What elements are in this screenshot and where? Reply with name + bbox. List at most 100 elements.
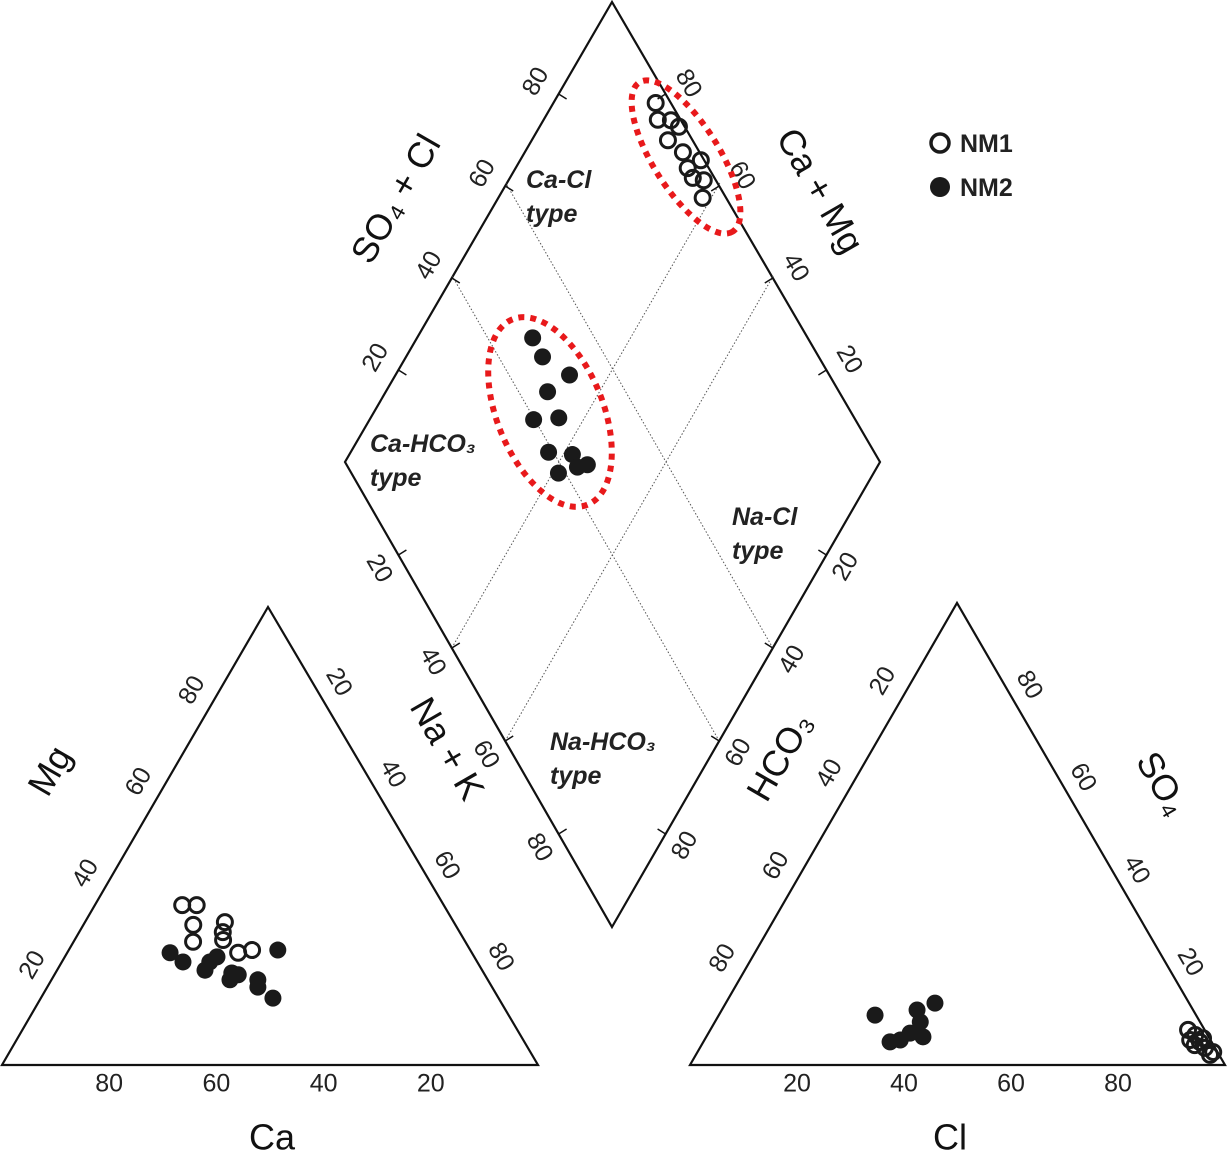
diamond-point-nm2 — [561, 366, 579, 384]
cation-point-nm1 — [187, 896, 206, 915]
so4-tick-label: 60 — [1064, 758, 1102, 796]
axis-label-ca: Ca — [249, 1117, 296, 1158]
cl-tick-label: 20 — [783, 1070, 811, 1098]
cation-point-nm2 — [249, 978, 267, 996]
type-label-ca-hco3: type — [370, 464, 422, 492]
cation-point-nm1 — [215, 913, 234, 932]
diamond-point-nm1 — [691, 151, 710, 170]
cl-tick-label: 40 — [890, 1070, 918, 1098]
diamond-camg-tick-label: 20 — [831, 340, 869, 378]
type-label-na-hco3: type — [550, 762, 602, 790]
anion-point-nm1 — [1181, 1031, 1200, 1050]
diamond-point-nm1 — [658, 131, 677, 150]
legend: NM1 NM2 — [929, 130, 1013, 202]
nm1-cluster-ellipse — [628, 77, 744, 237]
anion-point-nm2 — [914, 1028, 932, 1046]
hco3-tick-label: 20 — [863, 662, 901, 700]
diamond-nak-tick-mark — [558, 828, 567, 835]
diamond-hco3-tick-label: 20 — [826, 547, 864, 585]
diamond-camg-tick-mark — [764, 277, 774, 284]
cation-point-nm1 — [173, 896, 192, 915]
highlight-ellipses — [485, 77, 744, 510]
diamond-hco3-tick-mark — [764, 642, 774, 649]
diamond-nak-tick-label: 40 — [414, 642, 452, 680]
cation-point-nm2 — [208, 948, 226, 966]
data-points — [161, 94, 1223, 1064]
so4-tick-label: 40 — [1118, 850, 1156, 888]
cation-point-nm1 — [184, 915, 203, 934]
nm2-cluster-ellipse — [485, 314, 615, 510]
anion-triangle — [688, 600, 1227, 1067]
cl-tick-label: 80 — [1104, 1070, 1132, 1098]
cation-point-nm2 — [229, 966, 247, 984]
anion-point-nm2 — [926, 994, 944, 1012]
type-label-na-hco3: Na-HCO₃ — [550, 728, 656, 756]
nak-tick-label: 80 — [482, 938, 520, 976]
hco3-tick-label: 40 — [810, 754, 848, 792]
diagram-frames — [0, 0, 1227, 1067]
cation-triangle — [0, 604, 540, 1067]
cation-point-nm2 — [264, 989, 282, 1007]
diamond-camg-tick-mark — [818, 369, 827, 376]
diamond-nak-tick-label: 20 — [361, 549, 399, 587]
legend-marker-nm1 — [929, 132, 951, 154]
diamond-point-nm2 — [550, 409, 568, 427]
legend-marker-nm2 — [930, 177, 950, 197]
diamond-point-nm1 — [646, 94, 665, 113]
anion-point-nm2 — [911, 1013, 929, 1031]
hco3-tick-label: 80 — [703, 939, 741, 977]
tick-labels: 80 60 40 20 20 40 60 80 20 40 60 80 20 40 60 80 80 60 40 20… — [13, 62, 1210, 1097]
diamond-so4cl-tick-mark — [504, 185, 514, 192]
diamond-so4cl-tick-mark — [398, 369, 407, 376]
ca-tick-label: 80 — [95, 1070, 123, 1098]
diamond-point-nm2 — [540, 443, 558, 461]
mg-tick-label: 60 — [119, 762, 157, 800]
diamond-nak-tick-mark — [451, 642, 461, 649]
cation-point-nm2 — [161, 944, 179, 962]
axis-label-so4cl: SO₄ + Cl — [342, 127, 448, 270]
type-label-ca-cl: Ca-Cl — [526, 166, 592, 194]
diamond-point-nm1 — [669, 117, 688, 136]
diamond-hco3-tick-mark — [657, 828, 666, 835]
diamond-so4cl-tick-label: 80 — [516, 62, 554, 100]
grid-line-camg-60 — [451, 182, 721, 649]
legend-label-nm1: NM1 — [960, 130, 1013, 158]
diamond-so4cl-tick-label: 20 — [356, 338, 394, 376]
diamond-point-nm2 — [539, 383, 557, 401]
so4-tick-label: 20 — [1172, 943, 1210, 981]
nak-tick-label: 40 — [374, 754, 412, 792]
cation-point-nm2 — [196, 961, 214, 979]
central-diamond — [343, 0, 882, 930]
anion-point-nm1 — [1194, 1029, 1213, 1048]
nak-tick-label: 60 — [428, 846, 466, 884]
diamond-point-nm1 — [678, 159, 697, 178]
diamond-point-nm2 — [524, 329, 542, 347]
axis-label-mg: Mg — [19, 739, 80, 803]
cl-tick-label: 60 — [997, 1070, 1025, 1098]
diamond-so4cl-tick-label: 60 — [463, 154, 501, 192]
type-label-na-cl: Na-Cl — [732, 503, 798, 531]
mg-tick-label: 40 — [66, 854, 104, 892]
type-label-na-cl: type — [732, 537, 784, 565]
diamond-nak-tick-label: 80 — [521, 828, 559, 866]
cation-point-nm2 — [174, 953, 192, 971]
diamond-so4cl-tick-label: 40 — [410, 246, 448, 284]
type-label-ca-hco3: Ca-HCO₃ — [370, 430, 476, 458]
mg-tick-label: 20 — [13, 946, 51, 984]
grid-line-so4cl-60 — [505, 182, 774, 649]
cation-point-nm1 — [213, 923, 232, 942]
anion-point-nm2 — [891, 1031, 909, 1049]
cation-point-nm1 — [184, 932, 203, 951]
ca-tick-label: 20 — [417, 1070, 445, 1098]
diamond-hco3-tick-mark — [818, 549, 827, 556]
cation-point-nm1 — [229, 943, 248, 962]
diamond-point-nm1 — [694, 171, 713, 190]
diamond-point-nm1 — [683, 168, 702, 187]
cation-point-nm1 — [214, 930, 233, 949]
axis-label-cl: Cl — [933, 1117, 967, 1158]
cation-point-nm1 — [243, 941, 262, 960]
axis-label-camg: Ca + Mg — [769, 121, 873, 260]
diamond-hco3-tick-label: 40 — [773, 640, 811, 678]
diamond-point-nm2 — [534, 348, 552, 366]
